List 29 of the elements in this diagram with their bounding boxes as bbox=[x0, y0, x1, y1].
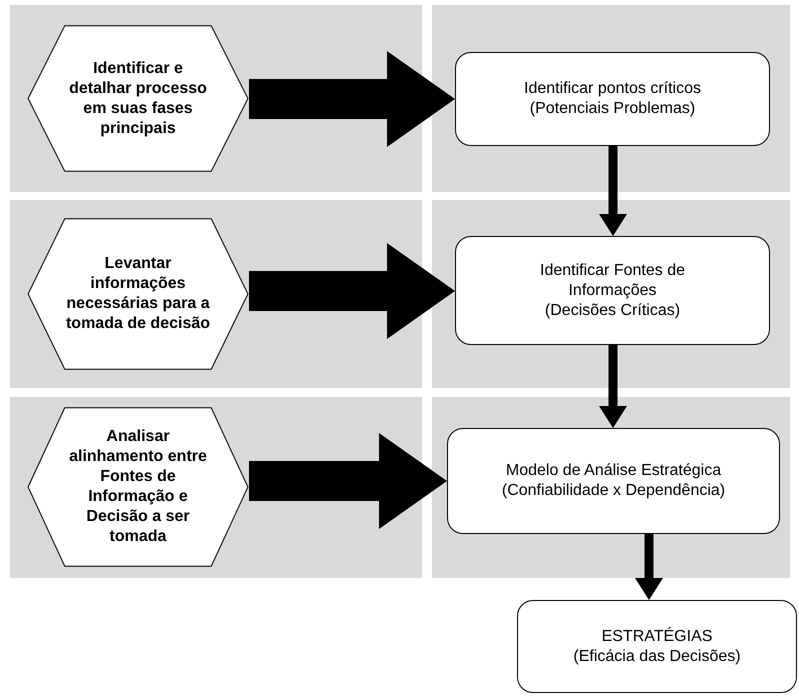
panel-background bbox=[10, 200, 422, 388]
box-subtitle: (Eficácia das Decisões) bbox=[573, 646, 741, 666]
box-subtitle: (Potenciais Problemas) bbox=[530, 99, 696, 119]
process-hexagon bbox=[27, 218, 249, 370]
box-title: Modelo de Análise Estratégica bbox=[506, 461, 722, 481]
panel-background bbox=[432, 5, 790, 192]
process-hexagon bbox=[27, 25, 249, 172]
step-text: Identificar e detalhar processo em suas fases principais bbox=[68, 58, 208, 138]
arrow bbox=[599, 146, 627, 236]
step-text: Analisar alinhamento entre Fontes de Informação e Decisão a ser tomada bbox=[68, 427, 208, 547]
arrow bbox=[249, 433, 447, 529]
rounded-box bbox=[455, 236, 770, 345]
process-hexagon bbox=[27, 407, 249, 567]
panel-background bbox=[432, 397, 790, 578]
box-title: ESTRATÉGIAS bbox=[602, 626, 712, 646]
box-subtitle: (Decisões Críticas) bbox=[544, 300, 680, 320]
arrow bbox=[635, 534, 663, 600]
step-text: Levantar informações necessárias para a tomada de decisão bbox=[64, 254, 212, 334]
rounded-box bbox=[455, 52, 770, 146]
panel-background bbox=[432, 200, 790, 388]
box-title: Identificar Fontes de Informações bbox=[539, 260, 686, 300]
arrow bbox=[249, 51, 455, 147]
rounded-box bbox=[517, 600, 797, 693]
panel-background bbox=[10, 5, 422, 192]
arrow bbox=[599, 345, 627, 428]
rounded-box bbox=[447, 428, 780, 534]
arrow bbox=[249, 243, 455, 339]
box-title: Identificar pontos críticos bbox=[524, 79, 701, 99]
box-subtitle: (Confiabilidade x Dependência) bbox=[502, 481, 726, 501]
